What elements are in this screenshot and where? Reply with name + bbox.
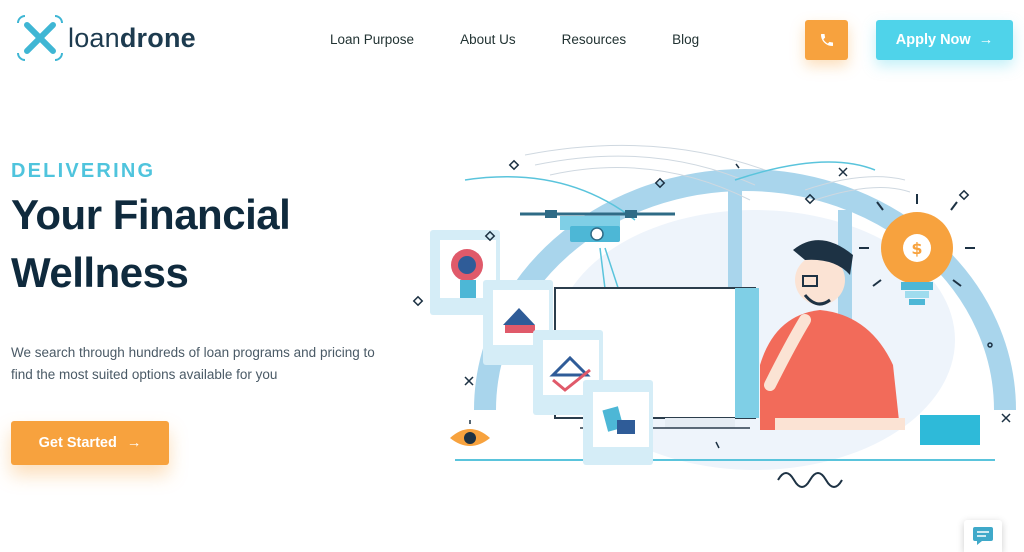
hero-illustration: $ (412, 144, 1016, 488)
laptop (920, 415, 980, 445)
nav-loan-purpose[interactable]: Loan Purpose (330, 32, 415, 47)
nav-blog[interactable]: Blog (672, 32, 700, 47)
phone-button[interactable] (805, 20, 848, 60)
main-nav: Loan Purpose About Us Resources Blog (330, 32, 745, 47)
headline-line-2: Wellness (11, 249, 189, 296)
swoosh-line (464, 176, 636, 221)
nav-about-us[interactable]: About Us (460, 32, 516, 47)
get-started-button[interactable]: Get Started → (11, 421, 169, 465)
apply-now-label: Apply Now (895, 32, 971, 48)
eye-icon (450, 420, 490, 446)
nav-resources[interactable]: Resources (561, 32, 627, 47)
drone-icon (520, 210, 675, 371)
swoosh-line-2 (734, 161, 876, 181)
logo[interactable]: loandrone (16, 14, 196, 62)
wind-lines (524, 144, 911, 201)
drone-logo-icon (17, 15, 63, 61)
squiggle (777, 472, 843, 488)
hero-headline: Your Financial Wellness (11, 186, 291, 302)
lightbulb-icon: $ (859, 194, 975, 305)
chat-icon (973, 527, 993, 545)
arrow-right-icon: → (126, 435, 142, 451)
site-header: loandrone Loan Purpose About Us Resource… (0, 0, 1024, 82)
chat-widget-button[interactable] (964, 520, 1002, 552)
get-started-label: Get Started (38, 435, 117, 451)
arrow-right-icon: → (978, 32, 994, 48)
document-cards (430, 230, 653, 465)
dollar-sign: $ (911, 239, 922, 258)
apply-now-button[interactable]: Apply Now → (876, 20, 1013, 60)
headline-line-1: Your Financial (11, 191, 291, 238)
hero-eyebrow: DELIVERING (11, 160, 156, 182)
hero-description: We search through hundreds of loan progr… (11, 345, 375, 382)
person-illustration (760, 240, 905, 430)
decorative-marks (412, 159, 1011, 449)
phone-icon (820, 34, 833, 46)
logo-wordmark: loandrone (68, 22, 196, 53)
